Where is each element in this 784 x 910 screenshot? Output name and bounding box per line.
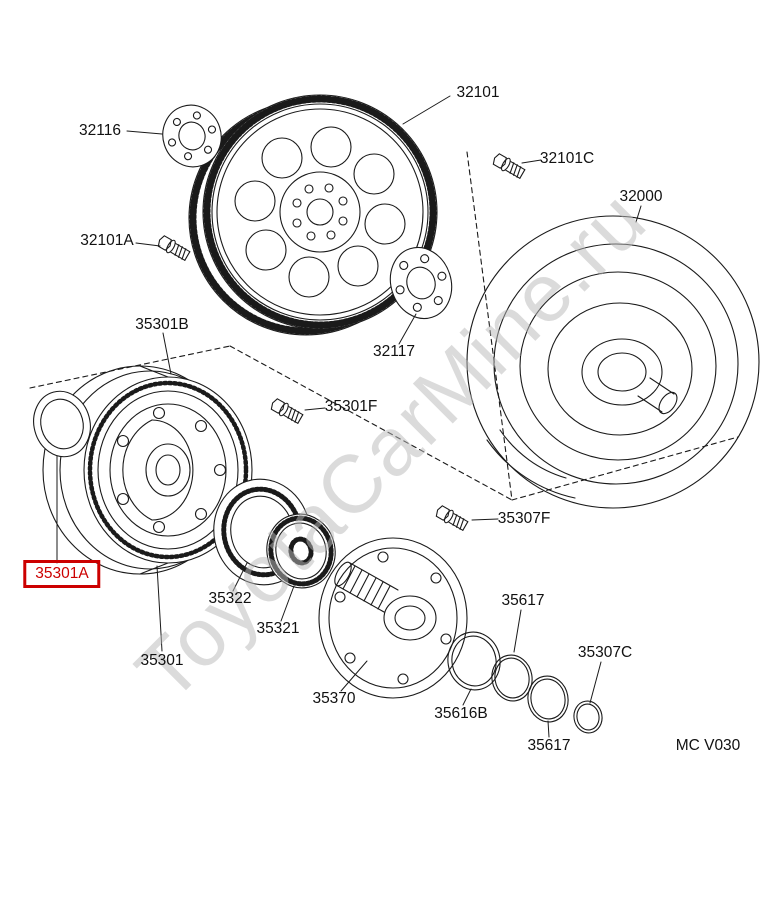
part-label-32116[interactable]: 32116	[79, 122, 121, 139]
snap-ring-35617-lower-drawing	[527, 675, 569, 723]
part-label-35616b[interactable]: 35616B	[434, 705, 488, 722]
leader-lines	[56, 95, 642, 738]
o-ring-35307c-drawing	[573, 700, 603, 734]
part-label-35617-lower[interactable]: 35617	[527, 737, 571, 754]
torque-converter-drawing	[466, 215, 760, 509]
part-label-35307c[interactable]: 35307C	[577, 644, 633, 661]
part-label-35321[interactable]: 35321	[256, 620, 300, 637]
drive-plate-drawing	[188, 94, 438, 336]
part-label-32117[interactable]: 32117	[373, 343, 415, 360]
part-label-35617-upper[interactable]: 35617	[501, 592, 545, 609]
part-label-35307f[interactable]: 35307F	[497, 510, 551, 527]
spacer-plate-32117-drawing	[389, 246, 453, 320]
snap-ring-35617-upper-drawing	[491, 654, 533, 702]
part-label-32101a[interactable]: 32101A	[80, 232, 134, 249]
part-label-35301b[interactable]: 35301B	[135, 316, 189, 333]
bolt-35307f-icon	[435, 505, 469, 531]
part-label-32000[interactable]: 32000	[619, 188, 663, 205]
part-label-35370[interactable]: 35370	[312, 690, 356, 707]
bolt-35301f-icon	[270, 398, 304, 424]
oil-pump-body-drawing	[42, 365, 253, 575]
pump-cover-drawing	[318, 537, 468, 699]
spacer-plate-32116-drawing	[162, 104, 222, 168]
bolt-32101a-icon	[157, 235, 191, 261]
bolt-32101c-icon	[492, 153, 526, 179]
thrust-washer-35616b-drawing	[447, 631, 501, 691]
part-label-35322[interactable]: 35322	[208, 590, 252, 607]
part-label-35301[interactable]: 35301	[140, 652, 184, 669]
pump-drive-gear-drawing	[266, 513, 336, 589]
part-label-32101[interactable]: 32101	[456, 84, 500, 101]
oil-seal-drawing	[33, 390, 91, 458]
part-label-32101c[interactable]: 32101C	[539, 150, 595, 167]
diagram-code: MC V030	[675, 737, 741, 754]
part-label-35301f[interactable]: 35301F	[324, 398, 378, 415]
part-label-35301a-highlighted[interactable]: 35301A	[23, 560, 101, 588]
